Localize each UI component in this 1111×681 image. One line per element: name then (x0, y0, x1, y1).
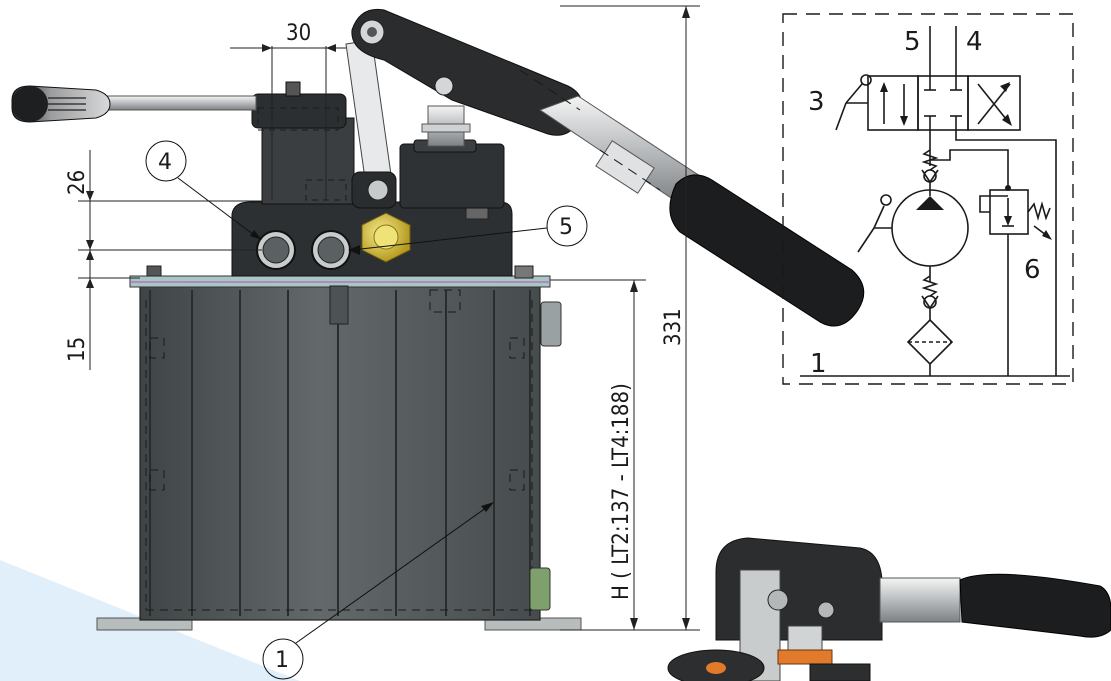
callout-4: 4 (158, 150, 172, 175)
hydraulic-schematic: 5 4 3 6 1 (782, 13, 1074, 385)
dim-26-label: 26 (65, 170, 90, 195)
schematic-tank-1: 1 (810, 349, 827, 379)
selector-lever-rod (99, 95, 257, 111)
dim-height-label: H ( LT2:137 - LT4:188) (609, 383, 634, 600)
pump-drawing (11, 8, 1111, 681)
callouts: 4 5 1 (145, 140, 588, 680)
schematic-frame (782, 13, 1074, 385)
schematic-relief-6: 6 (1024, 255, 1041, 285)
dim-15-label: 15 (65, 337, 90, 362)
callout-5: 5 (559, 215, 573, 240)
callout-1: 1 (275, 648, 289, 673)
pump-cylinder (399, 143, 505, 209)
pump-thumbnail (667, 537, 1111, 681)
side-plug-bottom (529, 567, 551, 611)
dim-331-label: 331 (661, 308, 686, 346)
dimension-lines: 30 26 15 331 H ( LT2:137 - LT4:188) (65, 5, 700, 631)
valve-column (261, 117, 355, 205)
schematic-port-4: 4 (966, 27, 983, 57)
tank-body (139, 285, 541, 621)
schematic-lever-3: 3 (808, 87, 825, 117)
side-plug-top (540, 301, 562, 347)
pump-handle (351, 8, 865, 327)
tank-ribs (149, 290, 531, 616)
dim-30-label: 30 (286, 21, 311, 46)
schematic-port-5: 5 (904, 27, 921, 57)
